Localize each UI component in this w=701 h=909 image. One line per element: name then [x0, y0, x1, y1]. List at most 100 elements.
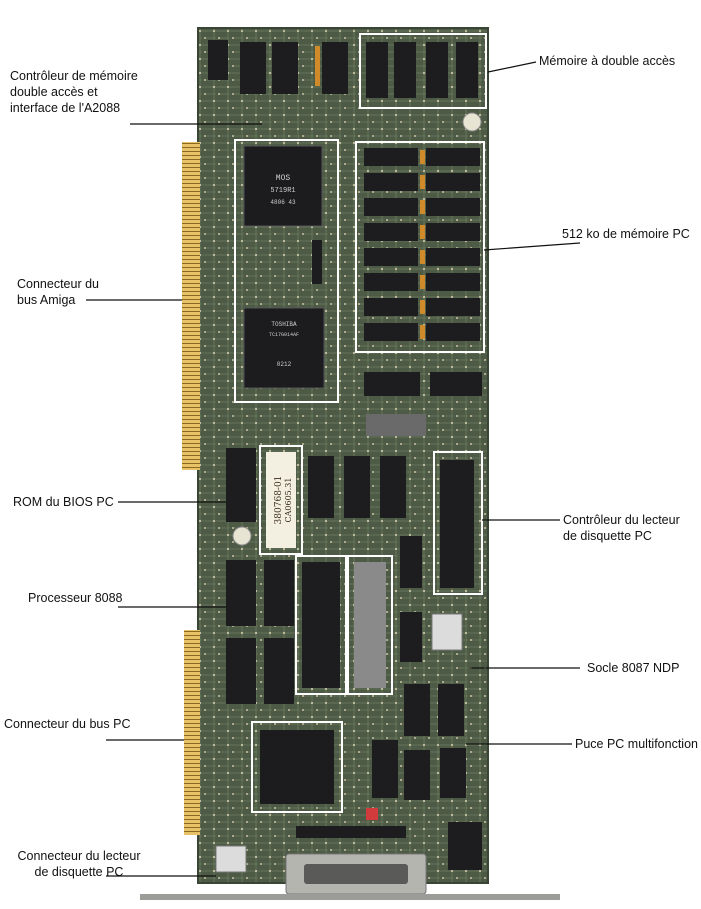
floppy-controller-chip — [440, 460, 474, 588]
label-line: Connecteur du bus PC — [4, 717, 131, 731]
chip — [272, 42, 298, 94]
pc-connector-pins — [184, 630, 200, 835]
chip — [404, 684, 430, 736]
mos-chip-marking-2: 5719R1 — [270, 187, 295, 195]
rom-chip — [226, 448, 256, 522]
chip — [448, 822, 482, 870]
capacitor — [420, 300, 425, 314]
memory-chip — [426, 223, 480, 241]
processor-8088-outline — [295, 555, 347, 695]
chip — [344, 456, 370, 518]
bios-rom-area: 380768-01 CA0605.31 — [226, 445, 406, 555]
memory-chip — [366, 42, 388, 98]
label-multifunction-chip: Puce PC multifonction — [575, 736, 698, 752]
chip — [400, 612, 422, 662]
label-line: interface de l'A2088 — [10, 101, 121, 115]
mos-chip-marking-1: MOS — [276, 174, 291, 183]
mos-chip-marking-3: 4806 43 — [270, 199, 296, 206]
toshiba-chip-marking-3: 0212 — [277, 361, 292, 368]
amiga-connector-pins — [182, 142, 200, 470]
label-line: double accès et — [10, 85, 98, 99]
capacitor — [420, 225, 425, 239]
bios-sticker-text-2: CA0605.31 — [284, 478, 293, 523]
memory-chip — [426, 42, 448, 98]
floppy-controller-outline — [433, 451, 483, 595]
red-jumper — [366, 808, 378, 820]
label-dual-port-memory: Mémoire à double accès — [539, 53, 675, 69]
capacitor — [420, 150, 425, 164]
bios-rom-sticker — [266, 452, 296, 548]
capacitor — [315, 46, 320, 86]
label-line: Contrôleur du lecteur — [563, 513, 680, 527]
chip — [226, 638, 256, 704]
chip — [322, 42, 348, 94]
dual-port-controller-area: MOS 5719R1 4806 43 TOSHIBA TC17G014AF 02… — [234, 139, 339, 403]
memory-chip — [364, 148, 418, 166]
chip — [400, 536, 422, 588]
label-pc-memory-512k: 512 ko de mémoire PC — [562, 226, 690, 242]
memory-chip — [426, 198, 480, 216]
label-line: Contrôleur de mémoire — [10, 69, 138, 83]
chip — [308, 456, 334, 518]
memory-chip — [364, 173, 418, 191]
small-chip — [312, 240, 322, 284]
memory-chip — [426, 323, 480, 341]
chip — [364, 372, 420, 396]
memory-chip — [426, 298, 480, 316]
pc-multifunction-chip — [260, 730, 334, 804]
memory-chip — [426, 248, 480, 266]
memory-chip — [364, 323, 418, 341]
bottom-connectors — [140, 822, 560, 900]
label-line: ROM du BIOS PC — [13, 495, 114, 509]
ndp-8087-socket — [354, 562, 386, 688]
mos-controller-chip — [243, 145, 323, 227]
label-amiga-bus-connector: Connecteur du bus Amiga — [17, 276, 99, 308]
memory-chip — [364, 298, 418, 316]
label-pc-bus-connector: Connecteur du bus PC — [4, 716, 130, 732]
leader-lines — [86, 61, 581, 877]
chip — [208, 40, 228, 80]
floppy-controller-area — [400, 451, 483, 595]
chip — [438, 684, 464, 736]
memory-chip — [364, 223, 418, 241]
label-ndp-socket: Socle 8087 NDP — [587, 660, 679, 676]
label-line: de disquette PC — [34, 865, 124, 879]
crystal-oscillator — [431, 613, 463, 651]
label-line: Processeur 8088 — [28, 591, 123, 605]
pc-memory-512k — [355, 141, 485, 353]
label-line: Connecteur du lecteur — [17, 849, 141, 863]
chip — [430, 372, 482, 396]
label-floppy-connector: Connecteur du lecteur de disquette PC — [4, 848, 154, 880]
chip — [404, 750, 430, 800]
toshiba-chip-marking-2: TC17G014AF — [269, 332, 299, 338]
label-line: Mémoire à double accès — [539, 54, 676, 68]
electrolytic-capacitor — [232, 526, 252, 546]
toshiba-chip-marking-1: TOSHIBA — [271, 321, 297, 328]
label-floppy-controller: Contrôleur du lecteur de disquette PC — [563, 512, 680, 544]
multifunction-outline — [251, 721, 343, 813]
pin-header — [296, 826, 406, 838]
label-line: 512 ko de mémoire PC — [562, 227, 690, 241]
chip — [226, 560, 256, 626]
chip — [440, 748, 466, 798]
processor-area — [226, 555, 463, 704]
label-line: Socle 8087 NDP — [587, 661, 680, 675]
label-line: Connecteur du — [17, 277, 100, 291]
label-bios-rom: ROM du BIOS PC — [13, 494, 114, 510]
chip — [240, 42, 266, 94]
bios-rom-outline — [259, 445, 303, 555]
memory-chip — [394, 42, 416, 98]
memory-chip — [426, 148, 480, 166]
chip — [380, 456, 406, 518]
memory-chip — [456, 42, 478, 98]
middle-chips — [364, 372, 482, 436]
memory-chip-grid — [364, 148, 480, 341]
socket — [366, 414, 426, 436]
leader-dual-port-memory — [487, 61, 537, 73]
capacitor — [420, 325, 425, 339]
oscillator — [215, 845, 247, 873]
leader-pc-memory — [483, 242, 581, 251]
capacitor — [420, 200, 425, 214]
memory-chip — [426, 173, 480, 191]
